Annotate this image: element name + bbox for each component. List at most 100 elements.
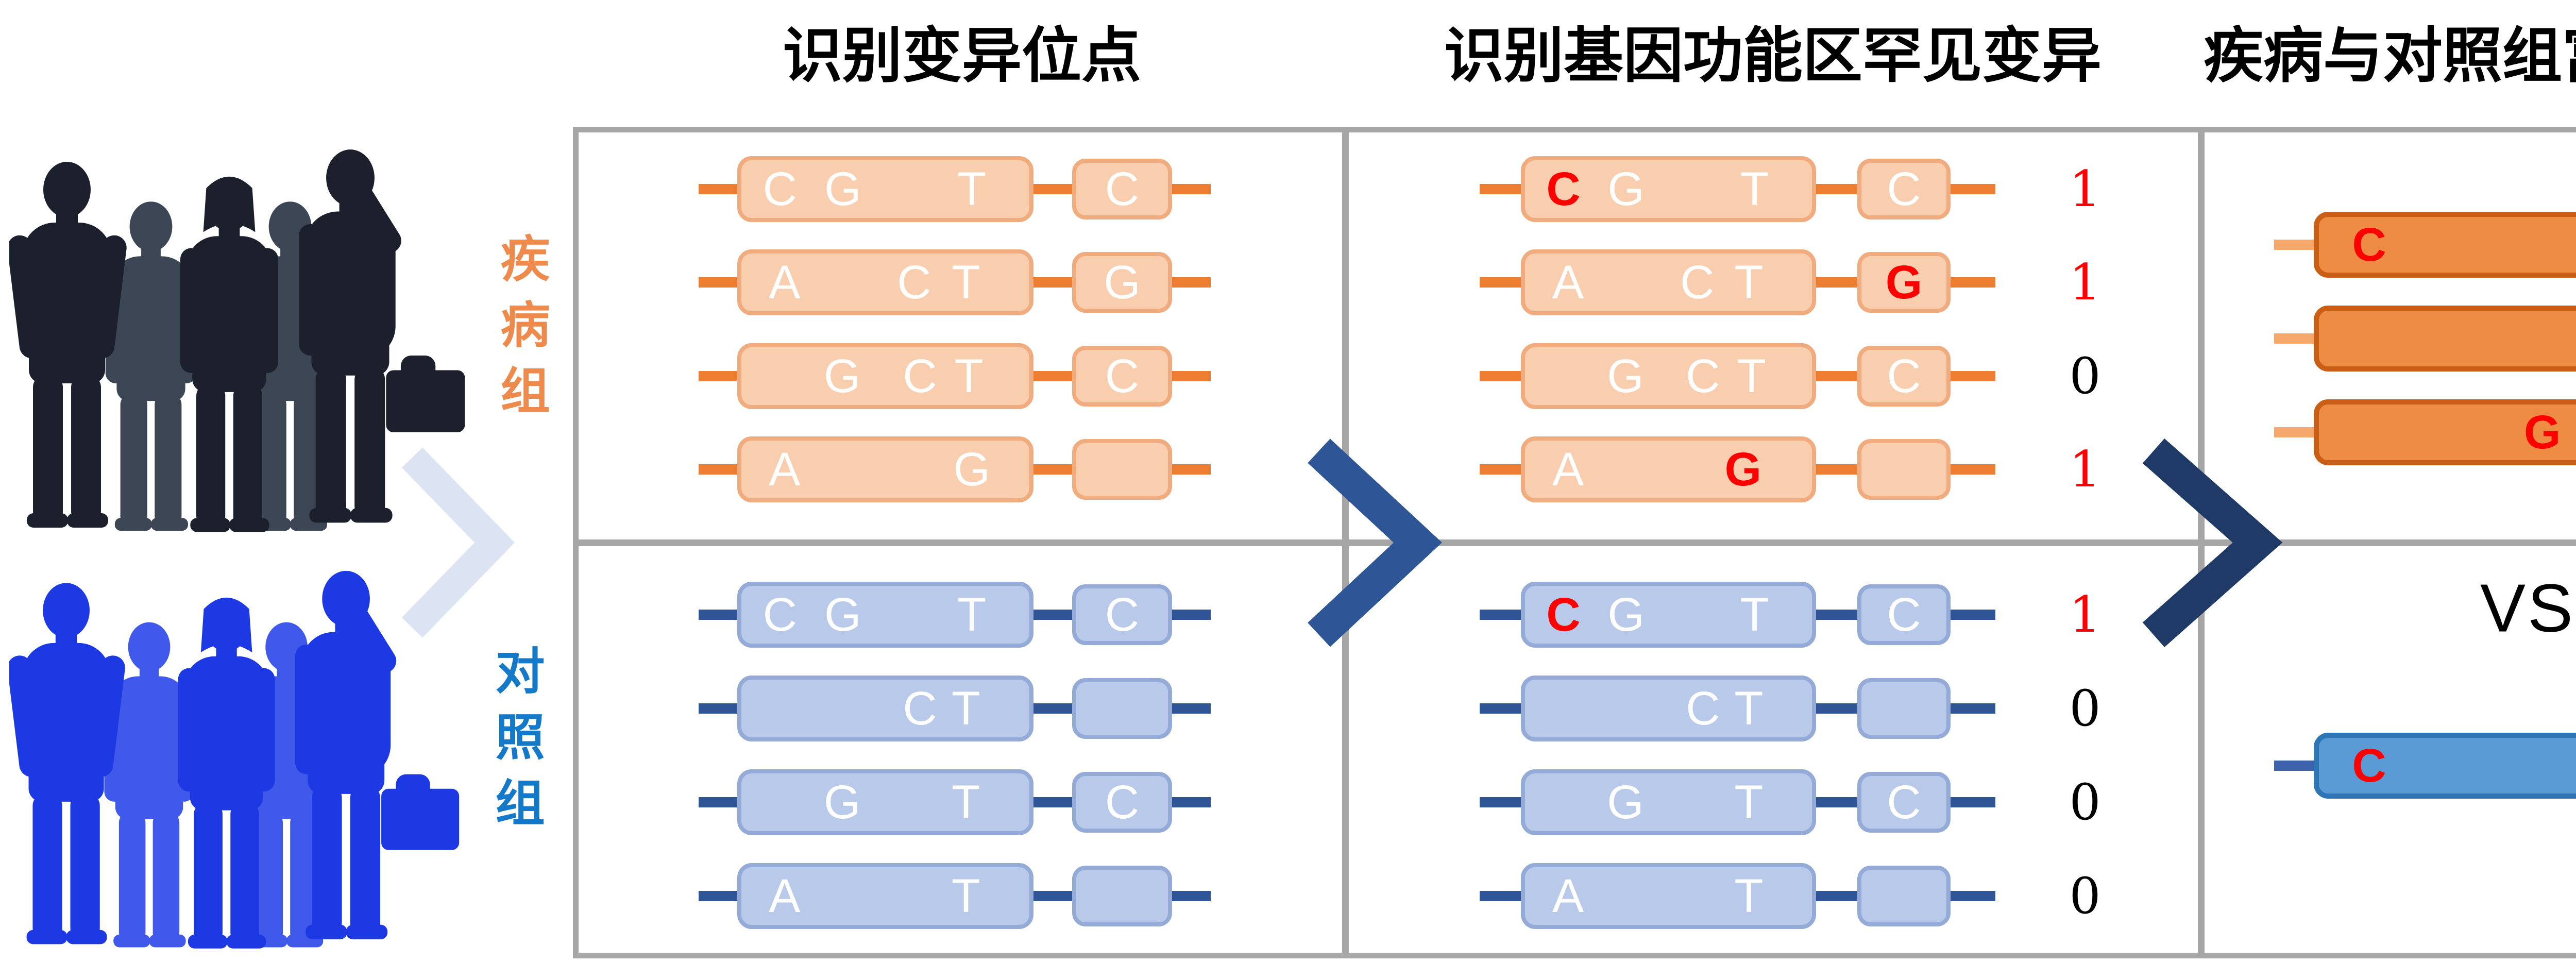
exon-box-small: C: [1857, 584, 1951, 645]
person-silhouette: [7, 583, 125, 944]
rare-variant-count: 0: [2069, 680, 2101, 737]
rare-variant-count: 0: [2069, 867, 2101, 925]
allele-letter: G: [1724, 443, 1762, 496]
allele-letter: C: [1887, 588, 1921, 641]
step1-title: 识别变异位点: [783, 22, 1141, 89]
exon-box-long: G: [2314, 399, 2576, 465]
disease-group-label: 疾病组: [493, 233, 548, 431]
allele-letter: T: [1740, 163, 1769, 215]
disease-group-people: [7, 135, 476, 543]
allele-letter: G: [823, 776, 861, 829]
exon-box-small: [1072, 678, 1172, 739]
allele-letter: G: [823, 350, 861, 402]
allele-letter: C: [1887, 776, 1921, 829]
allele-letter: G: [824, 163, 861, 215]
exon-box-long: C: [2314, 733, 2576, 799]
gene-row: G: [2274, 306, 2576, 372]
allele-letter: G: [1607, 588, 1645, 641]
disease-control-divider: [573, 539, 2576, 546]
allele-letter: T: [1737, 350, 1767, 402]
allele-letter: T: [1734, 256, 1764, 309]
allele-letter: G: [953, 443, 990, 496]
allele-letter: T: [951, 256, 981, 309]
allele-letter: C: [762, 163, 798, 215]
exon-box-small: C: [1072, 772, 1172, 833]
person-silhouette: [178, 597, 275, 949]
allele-letter: C: [903, 350, 937, 402]
allele-letter: T: [1740, 588, 1769, 641]
rare-variant-count: 0: [2069, 773, 2101, 831]
exon-box-small: C: [1072, 346, 1172, 407]
allele-letter: C: [1105, 776, 1140, 829]
control-group-people: [7, 558, 476, 959]
rare-variant-count: 1: [2069, 160, 2101, 218]
rare-variant-count: 1: [2069, 254, 2101, 311]
allele-letter: C: [903, 682, 937, 735]
allele-letter: G: [2523, 406, 2561, 459]
allele-letter: C: [1105, 588, 1140, 641]
allele-letter: T: [951, 870, 981, 922]
allele-letter: C: [1686, 682, 1720, 735]
allele-letter: A: [1552, 256, 1584, 309]
allele-letter: T: [951, 682, 981, 735]
exon-box-small: C: [1857, 772, 1951, 833]
allele-letter: A: [769, 870, 801, 922]
person-silhouette: [180, 176, 279, 532]
exon-box-long: C: [2314, 212, 2576, 278]
allele-letter: A: [769, 256, 801, 309]
allele-letter: T: [957, 163, 987, 215]
exon-box-small: C: [1072, 584, 1172, 645]
allele-letter: C: [1546, 163, 1581, 215]
allele-letter: T: [957, 588, 987, 641]
exon-box-small: G: [1072, 252, 1172, 313]
control-group-label: 对照组: [488, 645, 543, 843]
person-silhouette: [299, 149, 465, 523]
allele-letter: T: [1734, 682, 1764, 735]
exon-box-small: [1072, 866, 1172, 926]
allele-letter: G: [1607, 163, 1645, 215]
person-silhouette: [7, 162, 127, 528]
allele-letter: A: [1552, 443, 1584, 496]
rare-variant-count: 1: [2069, 586, 2101, 644]
allele-letter: T: [951, 776, 981, 829]
step2-title: 识别基因功能区罕见变异: [1444, 22, 2102, 89]
exon-box-small: G: [1857, 252, 1951, 313]
exon-box-long: [2314, 306, 2576, 372]
allele-letter: T: [954, 350, 984, 402]
rare-variant-count: 0: [2069, 347, 2101, 405]
allele-letter: C: [2352, 739, 2386, 792]
allele-letter: C: [1105, 350, 1140, 402]
allele-letter: C: [1105, 163, 1140, 215]
allele-letter: C: [1546, 588, 1581, 641]
allele-letter: G: [824, 588, 861, 641]
allele-letter: C: [1887, 350, 1921, 402]
exon-box-small: [1857, 439, 1951, 500]
exon-box-small: C: [1857, 159, 1951, 220]
